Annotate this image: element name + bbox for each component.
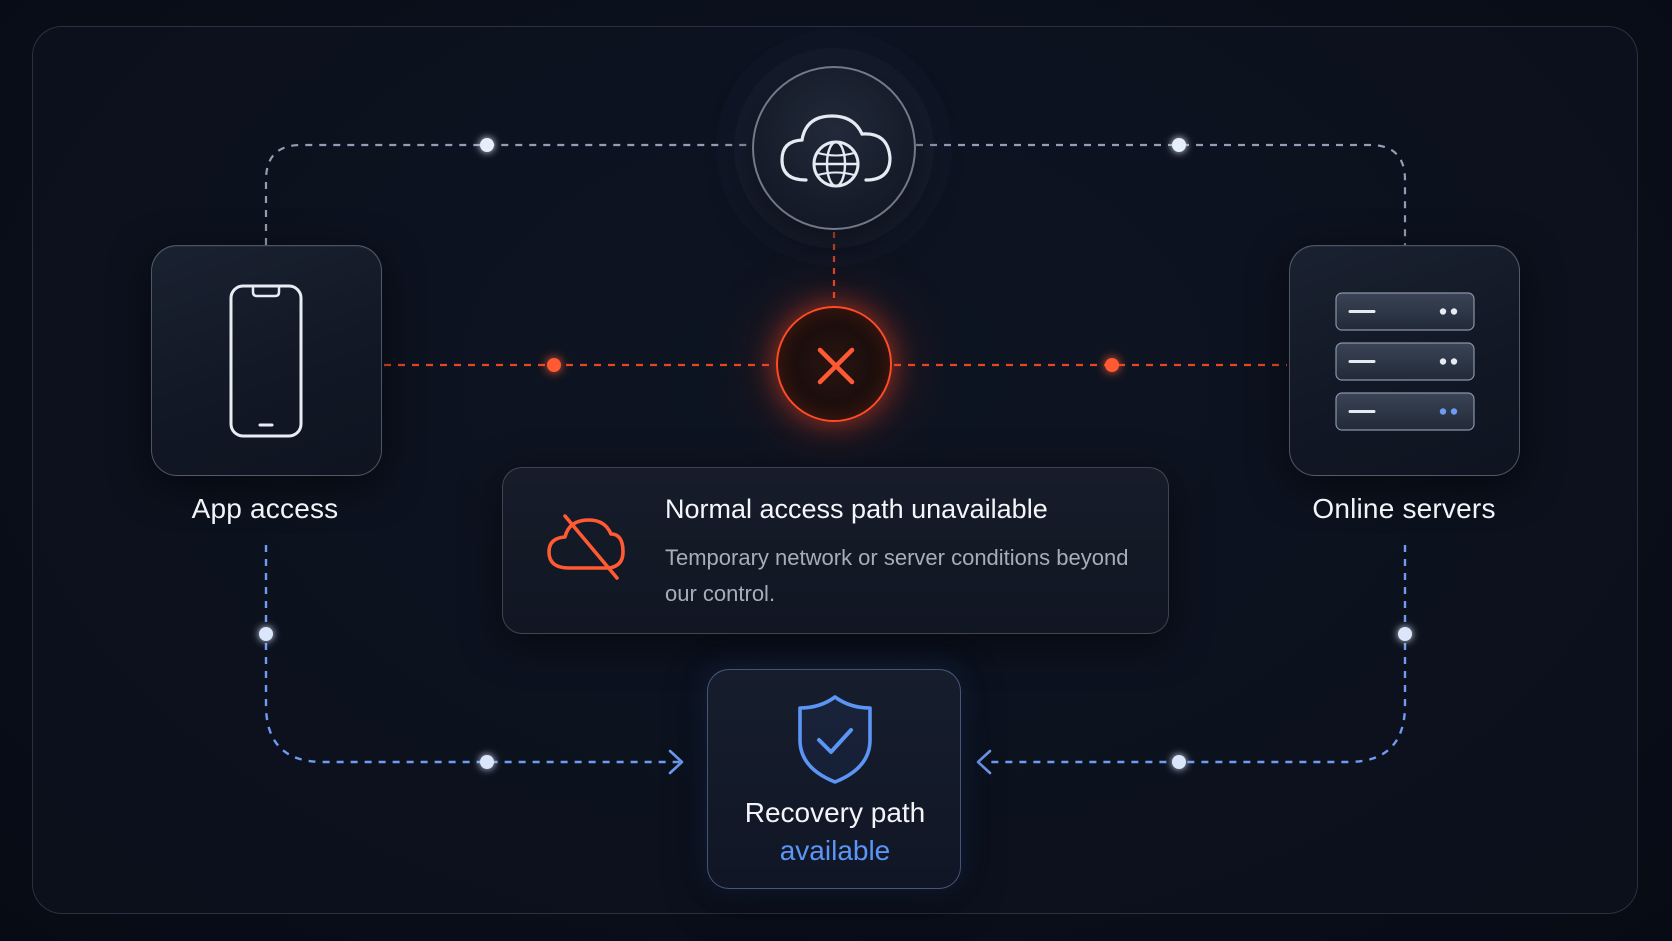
cloud-globe-icon: [780, 114, 892, 188]
shield-check-icon: [798, 695, 872, 784]
server-rack-icon: [1335, 292, 1475, 431]
notice-body: Temporary network or server conditions b…: [665, 545, 1129, 606]
connector-dot: [480, 755, 494, 769]
connection-error-node: [776, 306, 892, 422]
close-x-icon: [817, 347, 855, 385]
recovery-title: Recovery path: [744, 797, 926, 828]
connector-dot: [1172, 138, 1186, 152]
connector-dot: [1398, 627, 1412, 641]
connector-dot: [1105, 358, 1119, 372]
app-access-node: [151, 245, 382, 476]
online-servers-label: Online servers: [1312, 493, 1496, 524]
app-access-label: App access: [191, 493, 339, 524]
arrow-left-icon: [976, 749, 992, 775]
connector-dot: [1172, 755, 1186, 769]
connector-dot: [480, 138, 494, 152]
notice-title: Normal access path unavailable: [665, 494, 1048, 524]
top-right-connector: [916, 143, 1407, 245]
top-left-connector: [264, 143, 752, 245]
connector-dot: [259, 627, 273, 641]
arrow-right-icon: [668, 749, 684, 775]
recovery-status: available: [779, 835, 891, 866]
connector-dot: [547, 358, 561, 372]
online-servers-node: [1289, 245, 1520, 476]
cloud-off-icon: [547, 514, 625, 580]
recovery-path-card: Recovery path available: [707, 669, 961, 889]
cloud-hub-node: [752, 66, 916, 230]
unavailable-notice-card: Normal access path unavailable Temporary…: [502, 467, 1169, 634]
smartphone-icon: [229, 284, 303, 438]
